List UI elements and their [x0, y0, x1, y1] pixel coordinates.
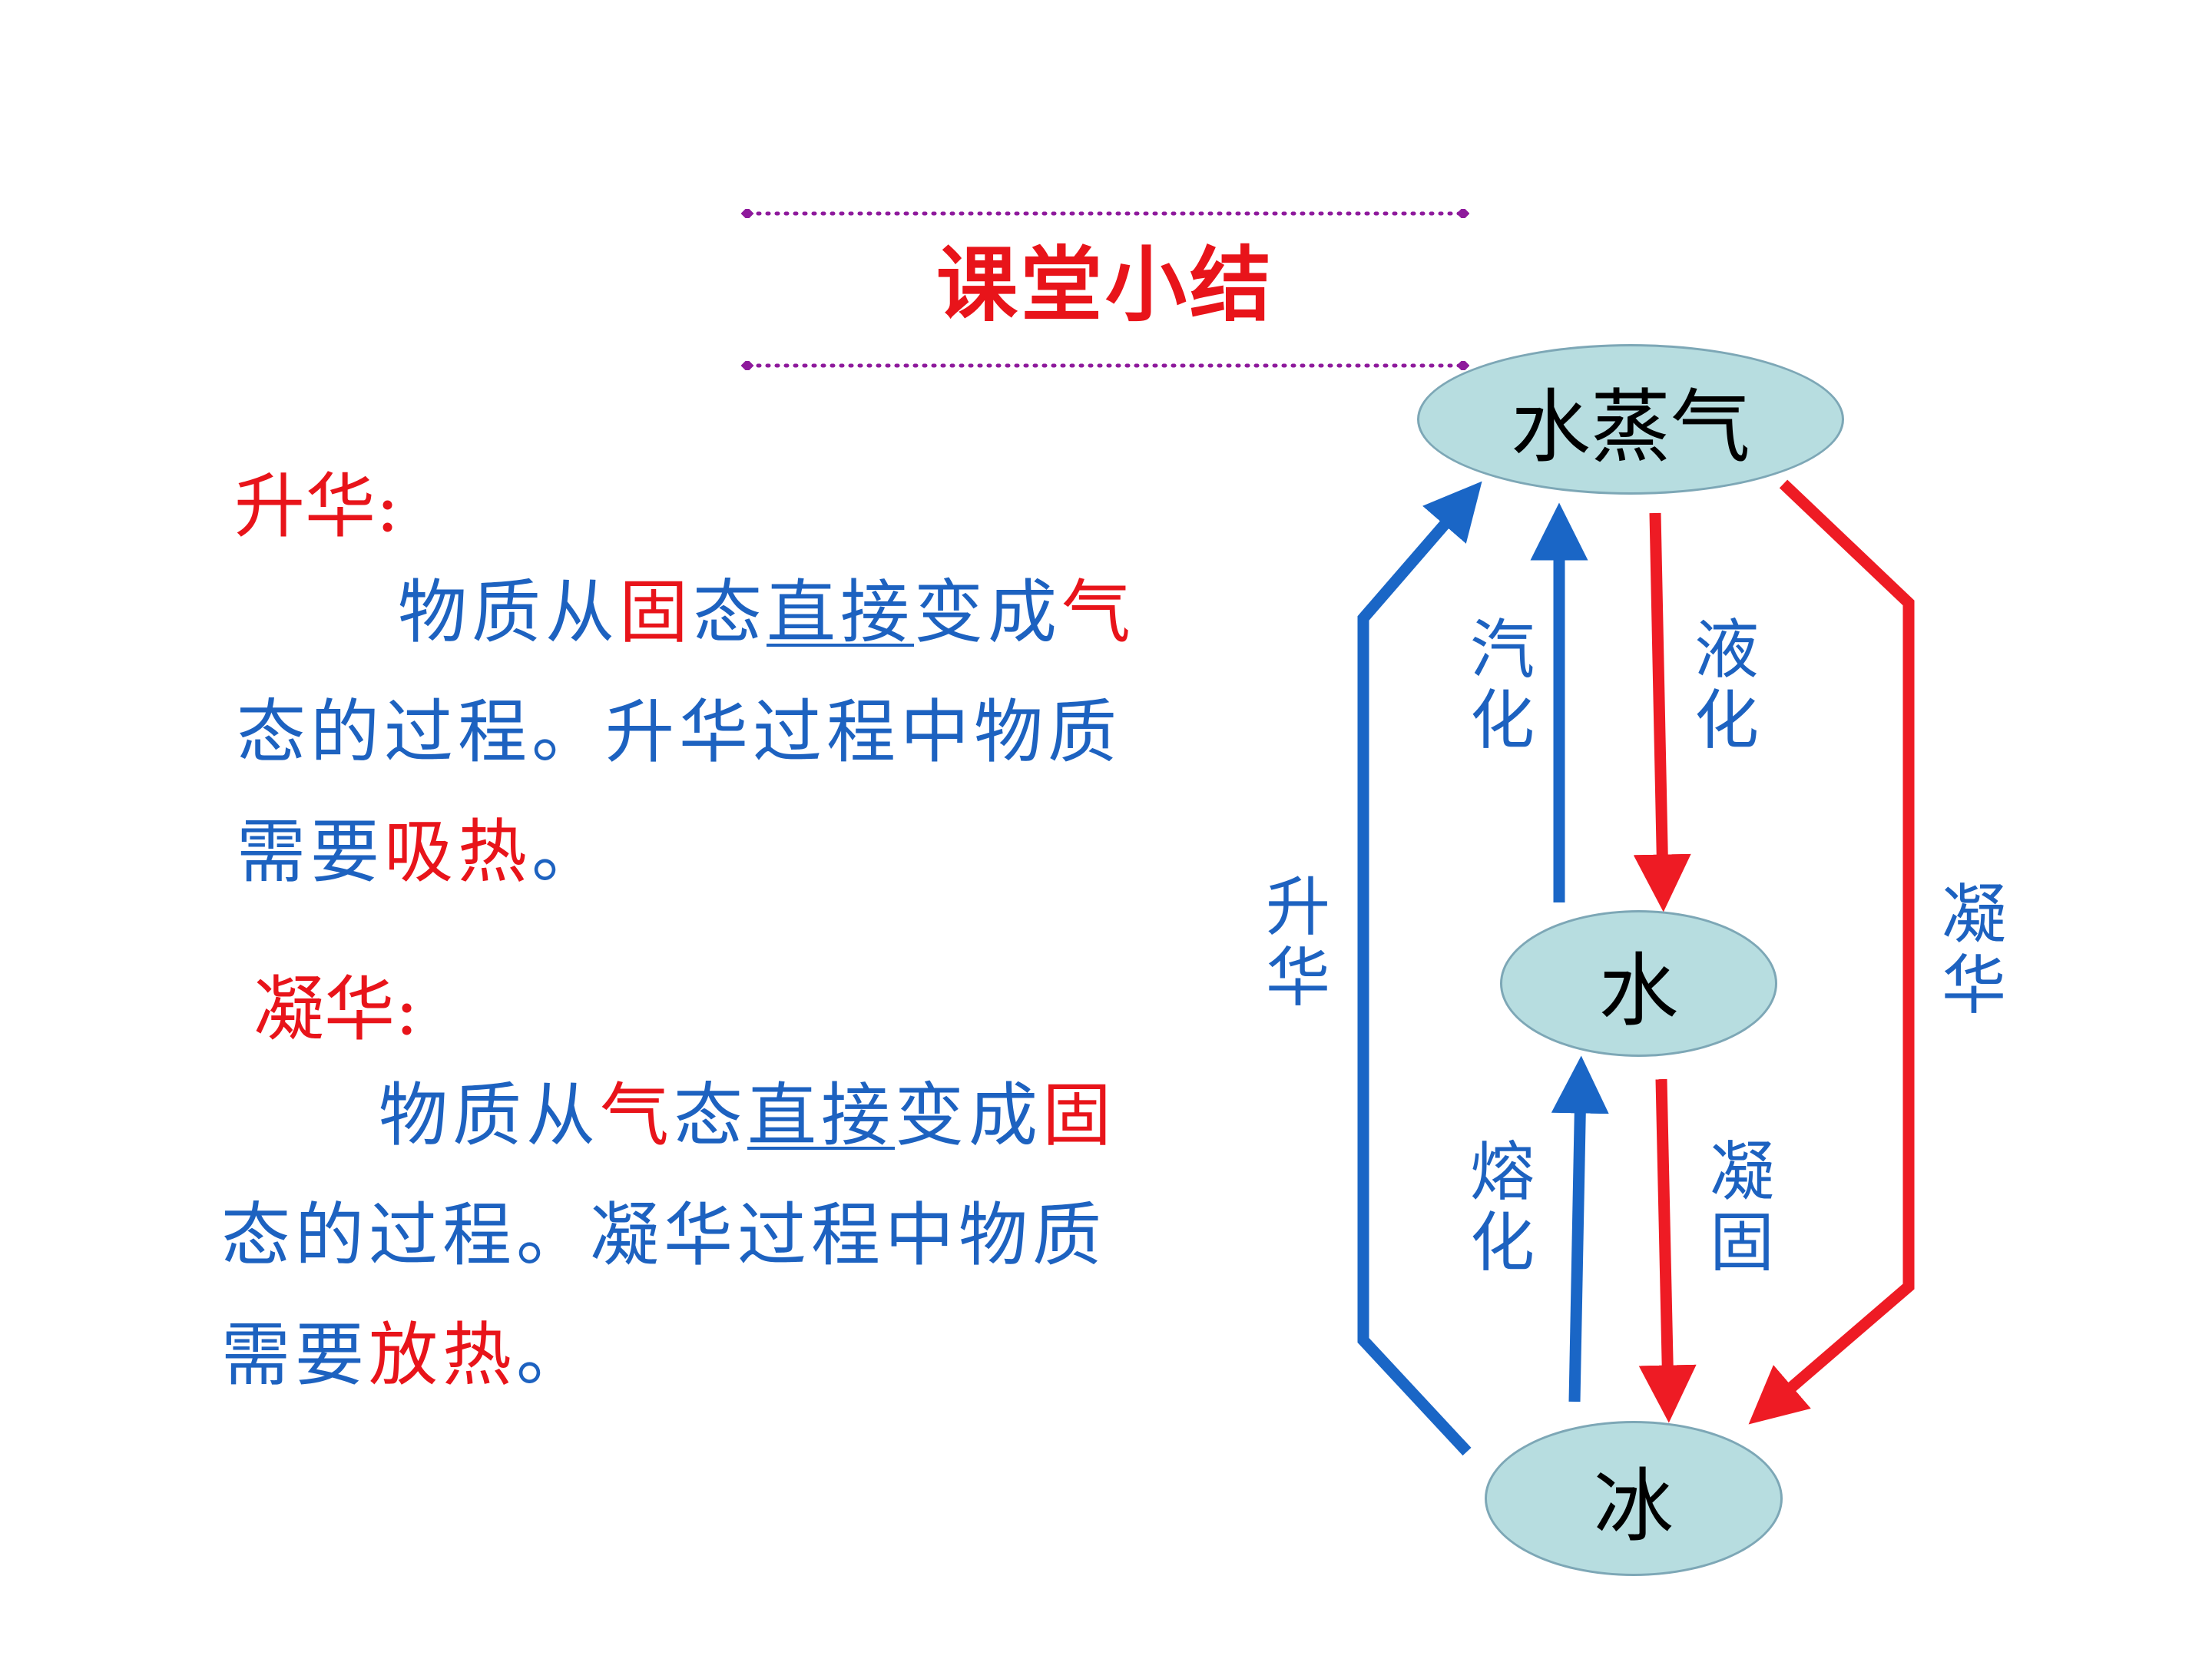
- slide-title: 课堂小结: [936, 238, 1274, 333]
- deposition-arrow: [1748, 479, 1915, 1425]
- sublimation-arrow: [1357, 481, 1482, 1456]
- label-deposition: 凝华: [1941, 877, 2006, 1023]
- deposition-line-1: 物质从气态直接变成固: [379, 1075, 1116, 1156]
- title-bottom-divider: [741, 361, 1469, 370]
- sublimation-line-3: 需要吸热。: [237, 812, 605, 892]
- sublimation-heading: 升华:: [234, 465, 399, 548]
- label-vaporization: 汽化: [1469, 612, 1535, 758]
- sublimation-line-2: 态的过程。升华过程中物质: [237, 692, 1121, 773]
- node-water: 水: [1500, 910, 1777, 1057]
- deposition-line-3: 需要放热。: [221, 1315, 590, 1396]
- node-ice: 冰: [1485, 1421, 1783, 1576]
- label-liquefaction: 液化: [1694, 612, 1759, 758]
- liquefaction-arrow: [1633, 512, 1691, 912]
- deposition-definition: 物质从气态直接变成固态的过程。凝华过程中物质需要放热。: [221, 1056, 1116, 1416]
- sublimation-definition: 物质从固态直接变成气态的过程。升华过程中物质需要吸热。: [237, 553, 1135, 912]
- melting-arrow: [1551, 1055, 1609, 1402]
- title-top-divider: [741, 209, 1469, 218]
- node-vapor: 水蒸气: [1417, 344, 1844, 495]
- label-solidification: 凝固: [1709, 1134, 1774, 1280]
- deposition-line-2: 态的过程。凝华过程中物质: [221, 1195, 1106, 1276]
- label-melting: 熔化: [1469, 1134, 1535, 1280]
- solidification-arrow: [1638, 1078, 1697, 1423]
- sublimation-line-1: 物质从固态直接变成气: [398, 572, 1135, 653]
- label-sublimation: 升华: [1265, 869, 1330, 1015]
- deposition-heading: 凝华:: [253, 969, 419, 1051]
